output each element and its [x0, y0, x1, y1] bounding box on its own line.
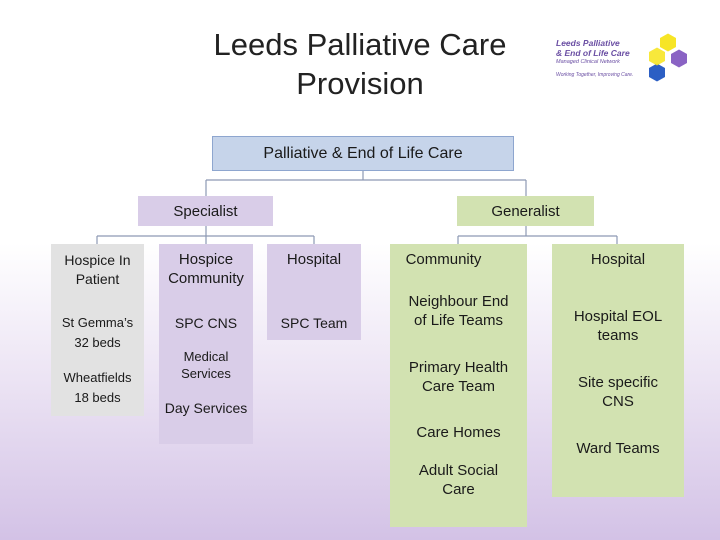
hospice-inpatient-header: Hospice In Patient	[64, 252, 131, 287]
title-line-2: Provision	[296, 66, 424, 101]
logo-tagline: Working Together, Improving Care.	[556, 72, 634, 78]
inpatient-item: Wheatfields 18 beds	[63, 370, 132, 405]
generalist-community-header: Community	[405, 251, 482, 268]
generalist-box: Generalist	[457, 196, 594, 226]
inpatient-item: St Gemma’s 32 beds	[61, 315, 134, 350]
logo-hexagon-yellow	[660, 33, 676, 52]
network-logo	[649, 33, 687, 82]
community-team-item: Primary Health Care Team	[408, 359, 509, 395]
community-team-item: Care Homes	[416, 424, 501, 441]
hospice-community-header: Hospice Community	[168, 251, 244, 287]
hospice-community-column: Hospice Community SPC CNS Medical Servic…	[159, 244, 253, 444]
generalist-hospital-column: Hospital Hospital EOL teams Site specifi…	[552, 244, 684, 497]
hospital-team-item: Site specific CNS	[577, 374, 659, 410]
generalist-hospital-header: Hospital	[590, 251, 646, 268]
title-line-1: Leeds Palliative Care	[213, 27, 507, 62]
community-team-item: Neighbour End of Life Teams	[408, 293, 509, 329]
specialist-box: Specialist	[138, 196, 273, 226]
hospice-inpatient-column: Hospice In Patient St Gemma’s 32 beds Wh…	[51, 244, 144, 416]
community-service-item: SPC CNS	[174, 315, 238, 331]
page-title: Leeds Palliative Care Provision	[160, 25, 560, 103]
logo-line-2: & End of Life Care	[556, 48, 630, 58]
community-team-item: Adult Social Care	[418, 462, 499, 498]
specialist-hospital-header: Hospital	[286, 251, 342, 268]
logo-hexagon-purple	[671, 49, 687, 68]
community-service-item: Medical Services	[181, 349, 231, 381]
community-service-item: Day Services	[164, 400, 248, 416]
logo-subtitle: Managed Clinical Network	[556, 59, 620, 65]
logo-hexagon-yellow-2	[649, 47, 665, 66]
spc-team-item: SPC Team	[280, 315, 348, 331]
logo-line-1: Leeds Palliative	[556, 38, 620, 48]
specialist-hospital-column: Hospital SPC Team	[267, 244, 361, 340]
logo-text: Leeds Palliative & End of Life Care	[556, 38, 656, 58]
hospital-team-item: Ward Teams	[576, 440, 660, 457]
hospital-team-item: Hospital EOL teams	[573, 308, 663, 344]
root-box: Palliative & End of Life Care	[212, 136, 514, 171]
logo-hexagon-blue	[649, 63, 665, 82]
generalist-community-column: Community Neighbour End of Life Teams Pr…	[390, 244, 527, 527]
